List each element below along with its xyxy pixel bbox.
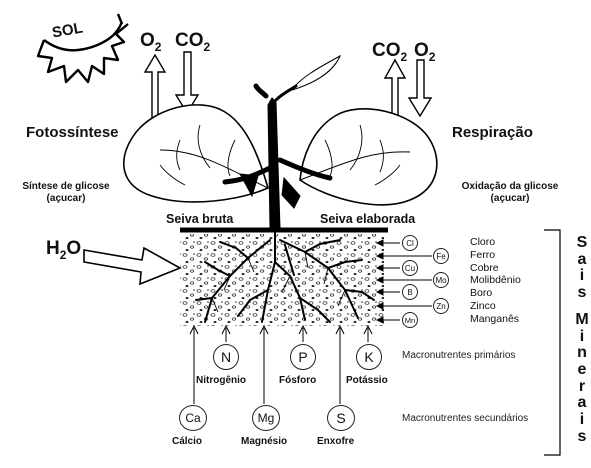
micronutrient-symbol: Mo <box>433 272 449 288</box>
stem <box>222 83 333 229</box>
micronutrient-symbol: Mn <box>402 312 418 328</box>
micronutrient-name: Zinco <box>470 299 496 312</box>
photosynthesis-label: Fotossíntese <box>26 124 119 141</box>
respiration-label: Respiração <box>452 124 533 141</box>
micronutrient-symbol: Cu <box>402 260 418 276</box>
micronutrient-name: Molibdênio <box>470 274 521 287</box>
left-leaf <box>122 104 269 203</box>
glucose-synthesis-label: Síntese de glicose(açucar) <box>22 181 110 204</box>
primary-name: Nitrogênio <box>196 375 246 386</box>
o2-in-arrow-right <box>407 59 433 118</box>
secondary-symbol: Ca <box>179 405 207 431</box>
soil <box>180 234 384 326</box>
raw-sap-label: Seiva bruta <box>166 212 234 226</box>
nutrient-lines <box>189 324 373 404</box>
micronutrient-list: Cloro Ferro Cobre Molibdênio Boro Zinco … <box>470 236 521 326</box>
micronutrient-name: Ferro <box>470 248 496 261</box>
primary-macronutrients-label: Macronutrentes primários <box>402 350 516 361</box>
co2-right-label: CO2 <box>372 40 408 64</box>
micronutrient-symbol: Zn <box>433 298 449 314</box>
o2-left-label: O2 <box>140 30 162 54</box>
secondary-name: Magnésio <box>241 436 288 447</box>
sun-icon <box>36 13 129 84</box>
micronutrient-name: Boro <box>470 287 493 300</box>
micronutrient-name: Cloro <box>470 236 496 248</box>
co2-in-arrow-left <box>174 51 200 115</box>
mineral-salts-label: S a i s M i n e r a i s <box>575 234 589 445</box>
glucose-oxidation-label: Oxidação da glicose(açucar) <box>461 181 559 204</box>
water-label: H2O <box>46 238 82 262</box>
micronutrient-symbol: B <box>402 284 418 300</box>
primary-symbol: P <box>290 344 316 370</box>
secondary-name: Enxofre <box>317 436 355 447</box>
micronutrient-name: Manganês <box>470 312 520 325</box>
water-arrow <box>83 246 182 286</box>
elaborated-sap-label: Seiva elaborada <box>320 212 416 226</box>
micronutrient-symbol: Cl <box>402 235 418 251</box>
o2-out-arrow-left <box>143 53 167 123</box>
mineral-bracket <box>544 229 561 456</box>
micronutrient-arrows <box>375 239 432 324</box>
micronutrient-name: Cobre <box>470 261 499 274</box>
primary-name: Potássio <box>346 375 388 386</box>
primary-symbol: N <box>213 344 239 370</box>
o2-right-label: O2 <box>414 40 436 64</box>
secondary-macronutrients-label: Macronutrentes secundários <box>402 413 529 424</box>
primary-symbol: K <box>356 344 382 370</box>
secondary-symbol: S <box>327 405 355 431</box>
secondary-name: Cálcio <box>172 436 203 447</box>
top-leaf <box>290 54 342 91</box>
secondary-symbol: Mg <box>252 405 280 431</box>
right-leaf <box>299 108 438 206</box>
micronutrient-symbol: Fe <box>433 248 449 264</box>
co2-left-label: CO2 <box>175 30 211 54</box>
primary-name: Fósforo <box>279 375 317 386</box>
